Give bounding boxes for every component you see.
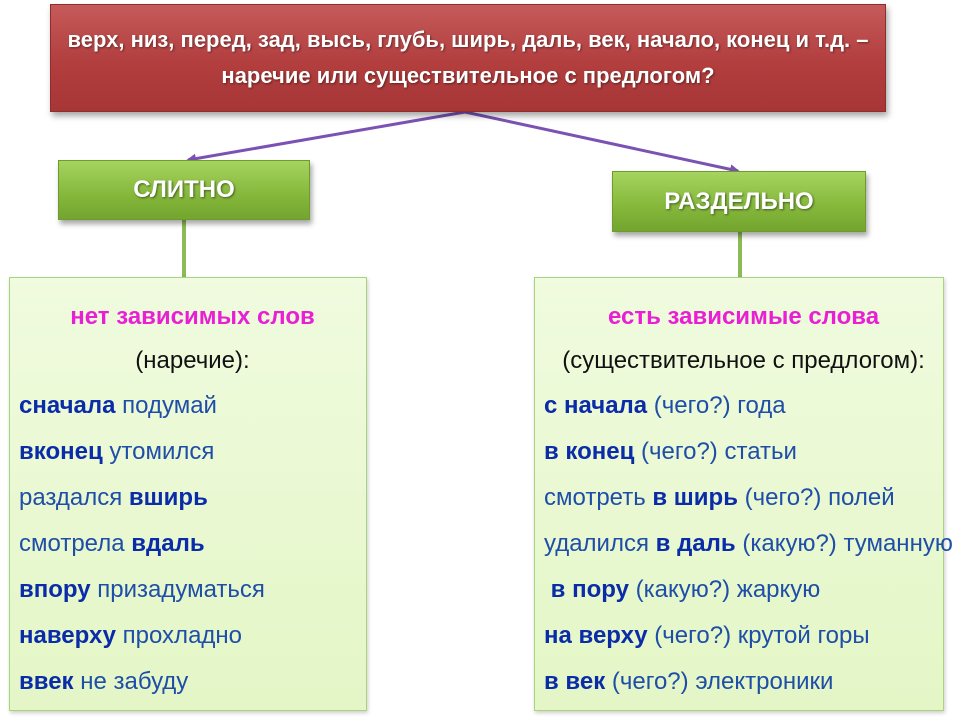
left-heading: нет зависимых слов [70, 303, 315, 330]
question-line-1: верх, низ, перед, зад, высь, глубь, ширь… [67, 27, 869, 52]
arrow-to-right-category [464, 110, 740, 175]
question-line-2: наречие или существительное с предлогом? [221, 63, 715, 88]
example-row: в конец (чего?) статьи [544, 438, 797, 465]
example-row: с начала (чего?) года [544, 392, 786, 419]
example-row: в век (чего?) электроники [544, 668, 834, 695]
example-row: раздался вширь [19, 484, 208, 511]
right-heading: есть зависимые слова [607, 303, 880, 330]
right-subheading: (существительное с предлогом): [562, 347, 925, 374]
example-row: ввек не забуду [19, 668, 189, 695]
example-row: наверху прохладно [19, 622, 243, 649]
example-row: смотрела вдаль [19, 530, 205, 557]
arrow-to-left-category [186, 110, 466, 164]
right-panel: есть зависимые слова (существительное с … [534, 277, 953, 711]
example-row: смотреть в ширь (чего?) полей [544, 484, 895, 511]
example-row: на верху (чего?) крутой горы [544, 622, 870, 649]
example-row: сначала подумай [19, 392, 217, 419]
example-row: удалился в даль (какую?) туманную [544, 530, 953, 557]
left-subheading: (наречие): [135, 347, 250, 374]
left-panel: нет зависимых слов (наречие): сначала по… [9, 277, 367, 711]
example-row: вконец утомился [19, 438, 215, 465]
category-together: СЛИТНО [58, 160, 310, 220]
example-row: впору призадуматься [19, 576, 265, 603]
question-box: верх, низ, перед, зад, высь, глубь, ширь… [50, 4, 886, 112]
category-separate: РАЗДЕЛЬНО [612, 171, 866, 232]
example-row: в пору (какую?) жаркую [550, 576, 821, 603]
